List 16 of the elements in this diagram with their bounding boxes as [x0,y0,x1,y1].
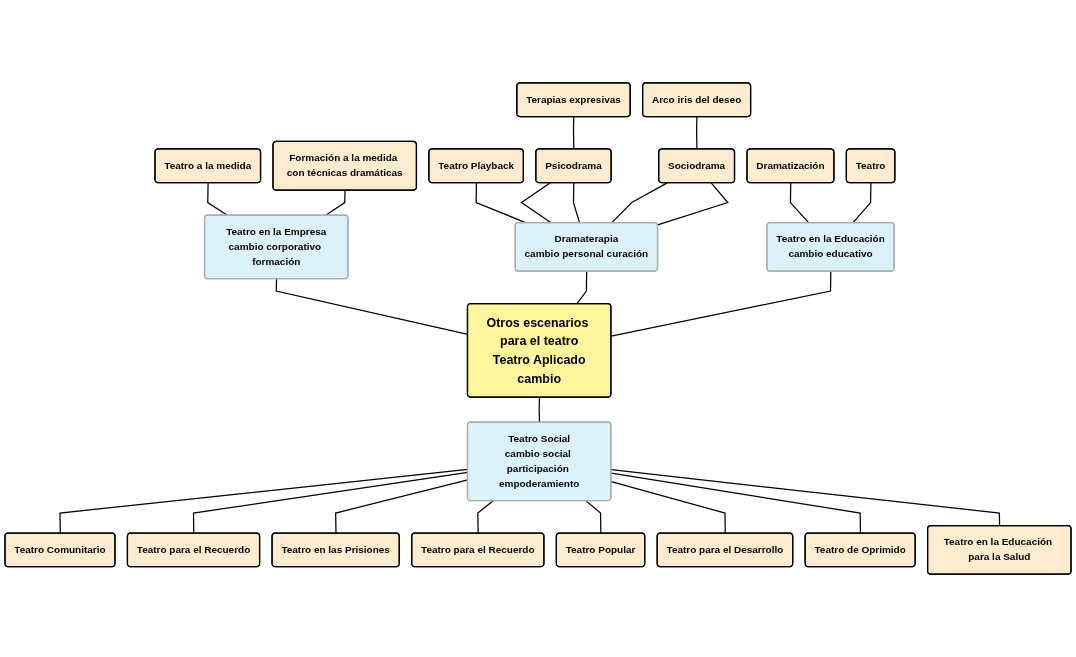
connector [852,182,872,224]
connector [610,270,832,337]
connector [572,182,581,224]
connector [789,182,810,224]
connector [610,472,862,534]
connector [477,500,494,534]
connector [610,469,1001,527]
connector [585,500,602,534]
connector [696,116,698,150]
connector [576,270,588,305]
connector [572,116,575,150]
connector [657,182,729,226]
connector [538,396,541,423]
connector [611,182,668,224]
connector [325,189,346,216]
connector [610,480,726,534]
